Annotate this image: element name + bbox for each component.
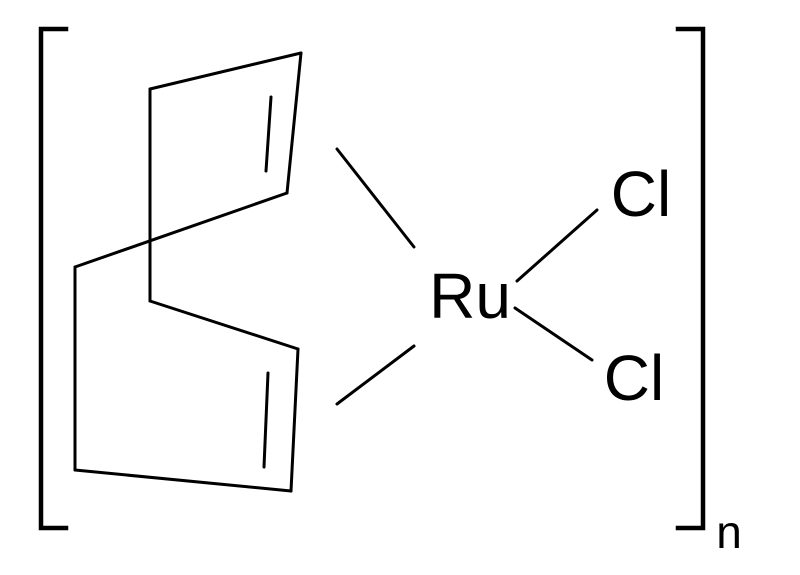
ru-cl-bond-top [515,208,599,283]
bond-ch2-alkene-bottom-edge [73,468,293,493]
left-bracket [38,26,69,531]
right-bracket [675,26,706,531]
ru-atom-label: Ru [429,260,511,332]
double-bond-bottom-outer [289,347,300,493]
bond-alkene-ch2-bottom [148,299,300,351]
coordination-bond-top [335,147,416,249]
cl-top-atom-label: Cl [611,158,671,230]
double-bond-top-outer [285,51,303,195]
ru-cl-bond-bottom [513,306,594,362]
double-bond-top-inner [264,95,273,173]
repeat-unit-subscript: n [716,506,742,558]
coordination-bond-bottom [335,344,416,406]
double-bond-bottom-inner [262,371,270,469]
bond-alkene-ch2-crossing [73,191,289,269]
bond-ch2-alkene-top-edge [148,51,303,91]
cl-bottom-atom-label: Cl [604,342,664,414]
